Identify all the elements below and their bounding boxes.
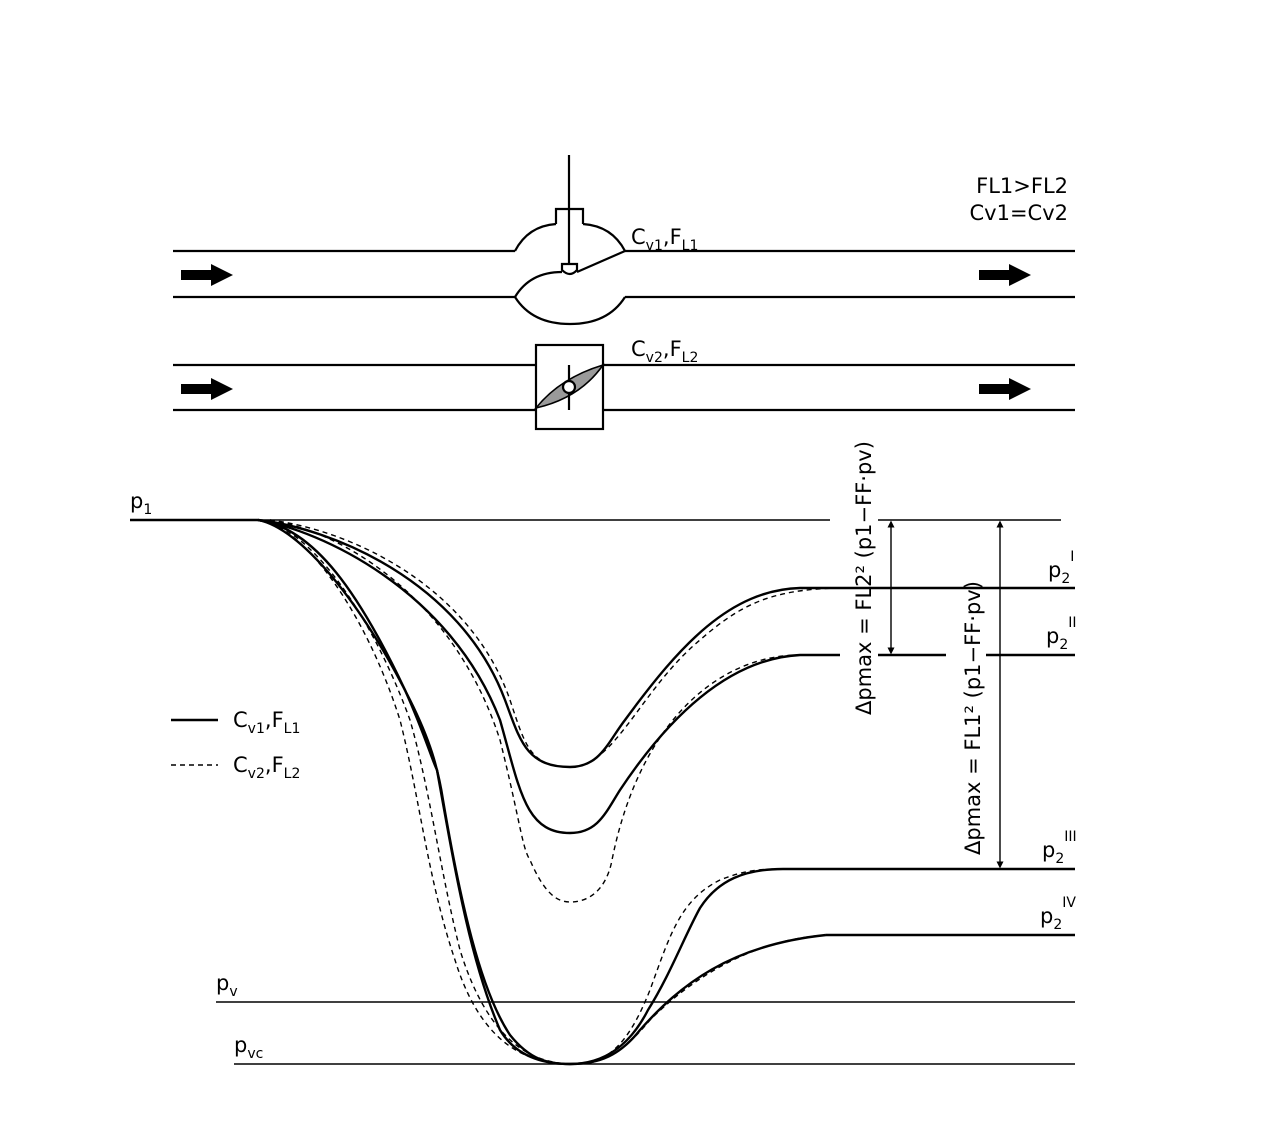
butterfly-body: [534, 343, 605, 431]
globe-seat-partition-right: [576, 249, 626, 274]
fl2-pressure-drop-formula: Δpmax = FL2² (p1−FF·pv): [852, 441, 876, 715]
pv-label: pv: [216, 971, 238, 1000]
fl1-pressure-drop-formula: Δpmax = FL1² (p1−FF·pv): [961, 581, 985, 855]
pressure-curves: [257, 518, 840, 1066]
pressure-levels: [130, 518, 1075, 1065]
legend-solid-label: Cv1,FL1: [233, 708, 300, 737]
butterfly-pivot: [561, 379, 577, 395]
solid-curve-IV: [257, 518, 827, 1066]
p2-I-label: p2I: [1048, 549, 1074, 587]
butterfly-flow-arrow-out: [979, 378, 1031, 400]
solid-curve-I: [257, 518, 836, 769]
butterfly-flow-arrow-in: [181, 378, 233, 400]
p2-III-label: p2III: [1042, 829, 1077, 867]
globe-flow-arrow-in: [181, 264, 233, 286]
globe-body-upper-right: [582, 222, 626, 252]
globe-seat-partition-left: [514, 270, 563, 298]
globe-flow-arrow-out: [979, 264, 1031, 286]
pvc-label: pvc: [234, 1033, 263, 1062]
dashed-curve-III: [261, 519, 784, 1065]
globe-valve-label: Cv1,FL1: [631, 225, 698, 254]
butterfly-valve-pipe: [173, 343, 1075, 431]
globe-body-upper: [514, 222, 557, 252]
globe-body-lower: [514, 296, 626, 326]
dashed-curve-I: [269, 519, 837, 768]
condition-line-2: Cv1=Cv2: [970, 201, 1069, 225]
butterfly-valve-label: Cv2,FL2: [631, 337, 698, 366]
dashed-curve-II: [269, 519, 840, 903]
globe-valve-pipe: [173, 155, 1075, 326]
globe-plug: [560, 262, 579, 276]
solid-curve-II: [257, 518, 840, 835]
condition-line-1: FL1>FL2: [976, 174, 1068, 198]
p1-label: p1: [130, 489, 152, 518]
legend-dashed-label: Cv2,FL2: [233, 753, 300, 782]
dashed-curve-IV: [261, 519, 827, 1065]
p2-II-label: p2II: [1046, 615, 1077, 653]
p2-IV-label: p2IV: [1040, 895, 1076, 933]
legend: Cv1,FL1 Cv2,FL2: [171, 708, 300, 782]
